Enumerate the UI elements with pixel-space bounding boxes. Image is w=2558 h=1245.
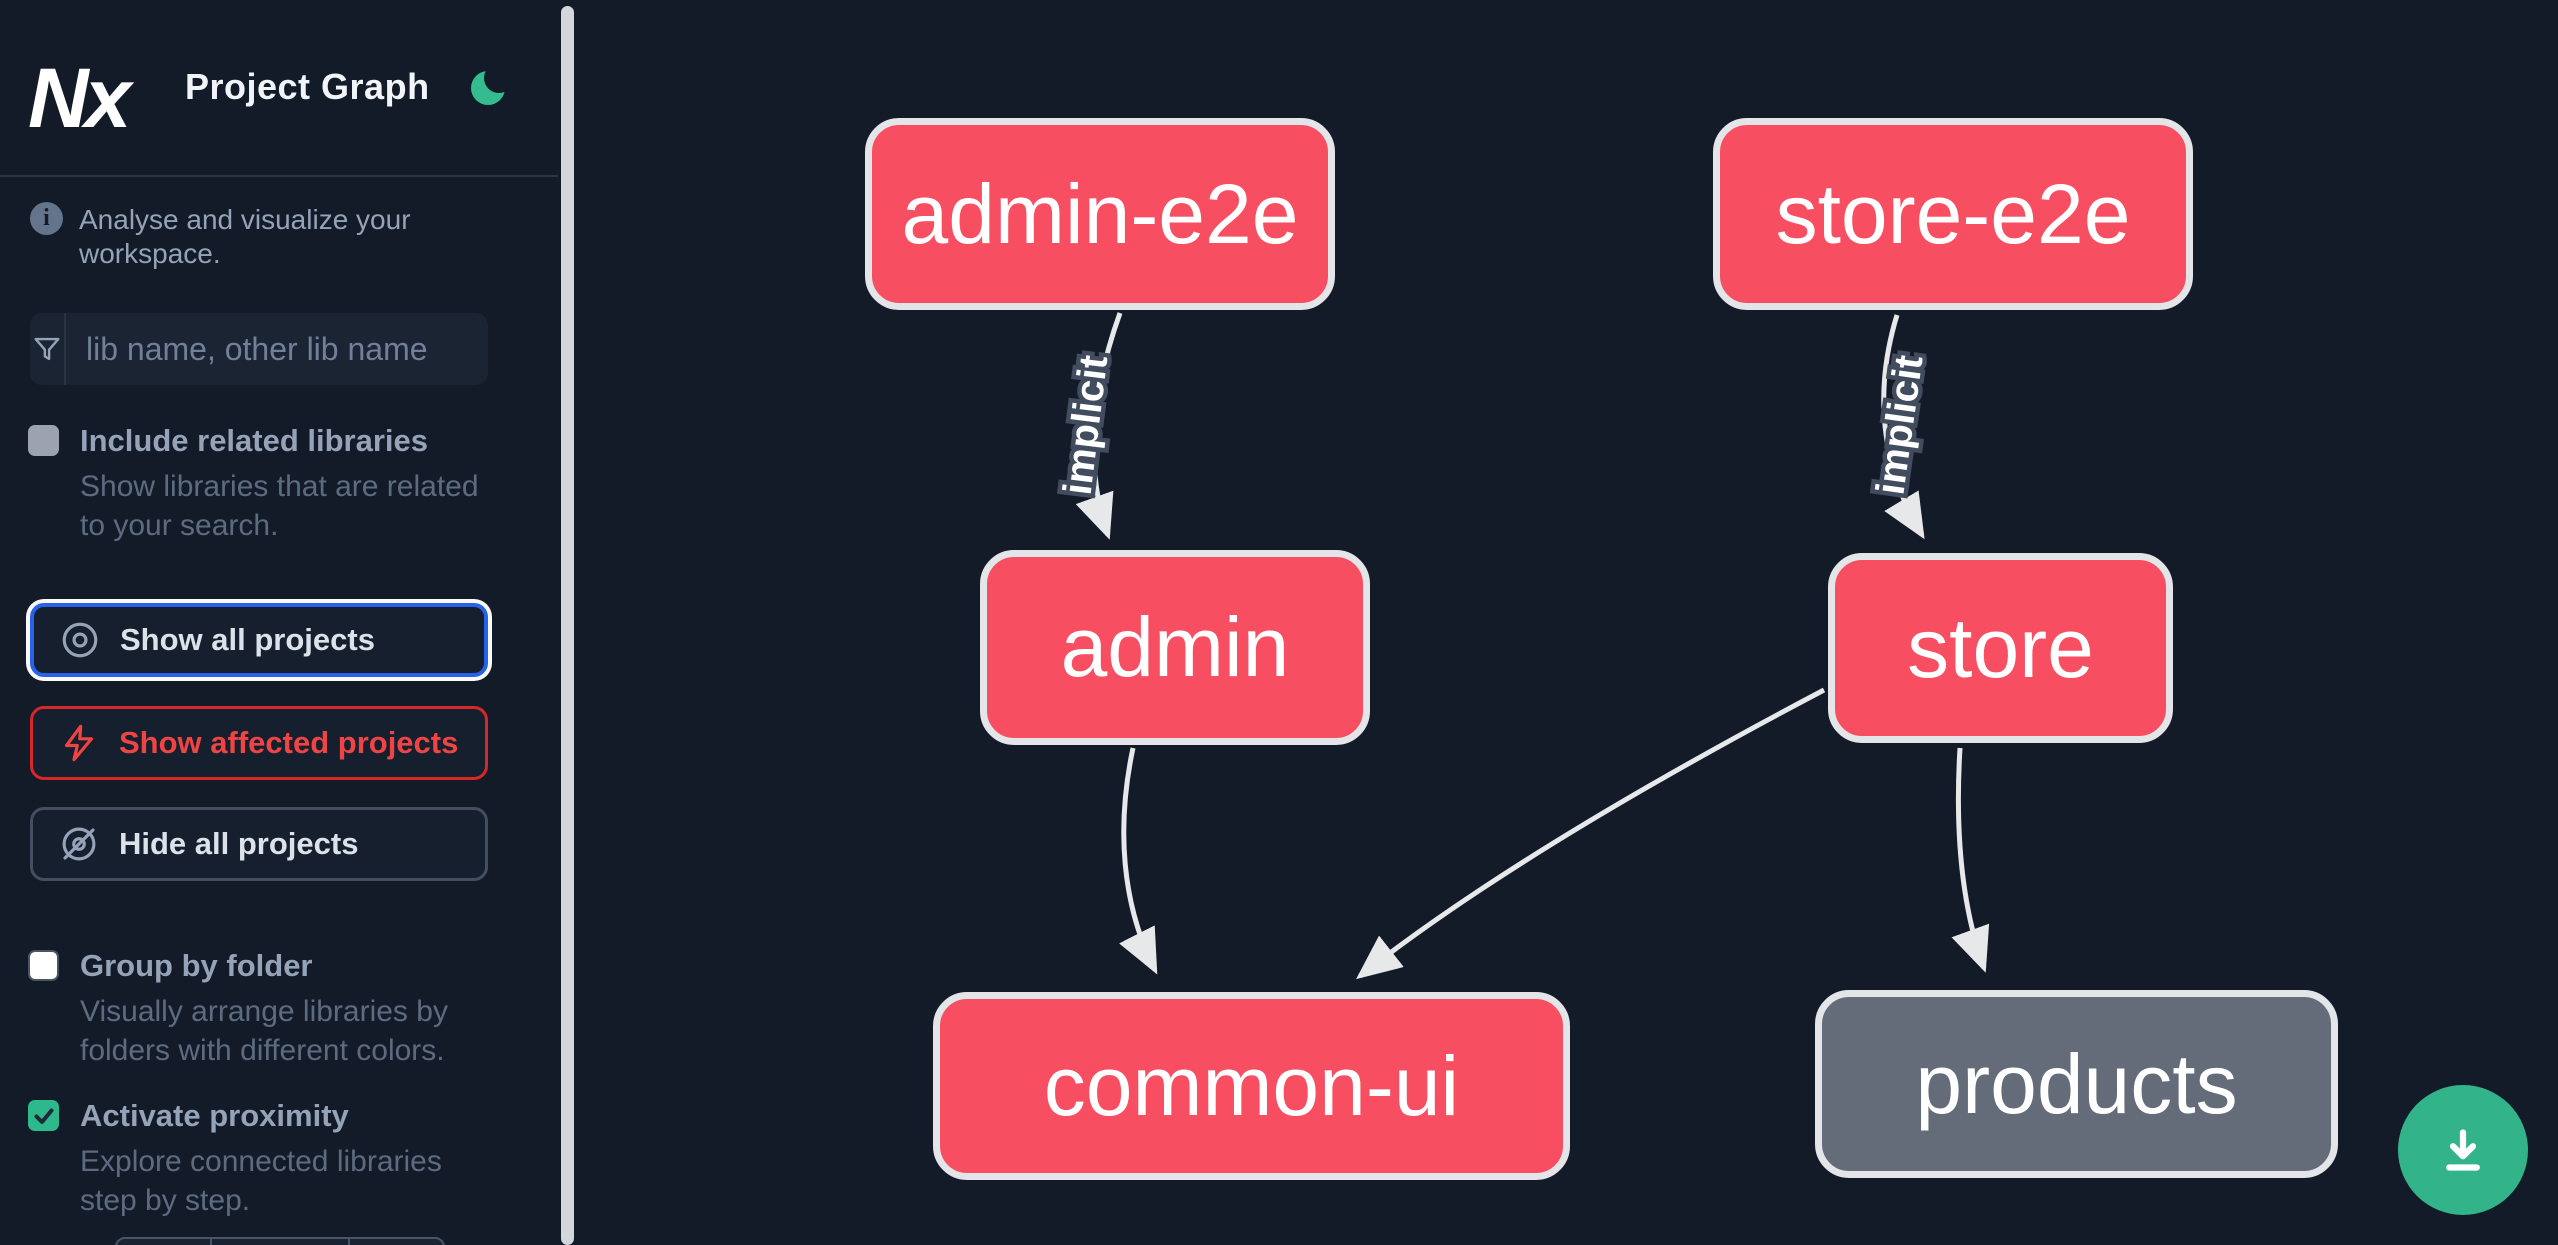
option-group-by-folder: Group by folder Visually arrange librari… [28, 948, 480, 1070]
dependency-edges: implicit implicit [1051, 312, 1990, 980]
edge-store-common-ui [1356, 687, 1826, 980]
edge-admin-common-ui [1119, 747, 1158, 975]
eye-icon [58, 619, 102, 661]
option-label: Include related libraries [80, 423, 429, 458]
project-node-admin-e2e[interactable]: admin-e2e [865, 118, 1335, 310]
edge-store-products [1951, 747, 1990, 973]
option-include-related: Include related libraries Show libraries… [28, 423, 480, 545]
workspace-info: i Analyse and visualize your workspace. [30, 202, 500, 271]
page-title: Project Graph [185, 66, 430, 107]
graph-canvas[interactable]: implicit implicit admin-e2e store-e2e ad… [578, 0, 2558, 1245]
search-input[interactable] [66, 313, 526, 385]
show-affected-projects-button[interactable]: Show affected projects [30, 706, 488, 780]
edge-admin-e2e-admin [1075, 312, 1123, 540]
checkbox-group-by-folder[interactable] [28, 950, 59, 981]
option-activate-proximity: Activate proximity Explore connected lib… [28, 1098, 480, 1220]
scrollbar-thumb[interactable] [561, 6, 574, 1245]
theme-toggle-moon-icon[interactable] [470, 63, 514, 106]
project-node-common-ui[interactable]: common-ui [933, 992, 1570, 1180]
project-node-products[interactable]: products [1815, 990, 2338, 1178]
filter-icon [30, 313, 66, 385]
option-description: Explore connected libraries step by step… [80, 1145, 442, 1217]
option-description: Show libraries that are related to your … [80, 470, 479, 542]
proximity-stepper-control[interactable] [115, 1237, 445, 1245]
hide-all-projects-button[interactable]: Hide all projects [30, 807, 488, 881]
download-image-button[interactable] [2398, 1085, 2528, 1215]
checkbox-activate-proximity[interactable] [28, 1100, 59, 1131]
edge-label-implicit[interactable]: implicit [1051, 348, 1121, 501]
edge-label-implicit[interactable]: implicit [1864, 348, 1936, 502]
checkbox-include-related[interactable] [28, 425, 59, 456]
sidebar-header: Nx Project Graph [0, 0, 558, 177]
option-label: Activate proximity [80, 1098, 349, 1133]
edge-store-e2e-store [1881, 314, 1925, 540]
info-text: Analyse and visualize your workspace. [79, 204, 411, 269]
sidebar: Nx Project Graph i Analyse and visualize… [0, 0, 558, 1245]
option-label: Group by folder [80, 948, 313, 983]
project-node-store-e2e[interactable]: store-e2e [1713, 118, 2193, 310]
show-all-projects-button[interactable]: Show all projects [30, 603, 488, 677]
eye-slash-icon [57, 823, 101, 865]
sidebar-scrollbar [558, 0, 578, 1245]
project-node-store[interactable]: store [1828, 553, 2173, 743]
info-icon: i [30, 202, 63, 235]
nx-logo: Nx [28, 51, 131, 145]
button-label: Hide all projects [119, 826, 359, 861]
search-box [30, 313, 526, 385]
bolt-icon [57, 723, 101, 763]
option-description: Visually arrange libraries by folders wi… [80, 995, 448, 1067]
download-icon [2433, 1120, 2493, 1180]
project-node-admin[interactable]: admin [980, 550, 1370, 745]
button-label: Show all projects [120, 622, 375, 657]
button-label: Show affected projects [119, 725, 459, 760]
